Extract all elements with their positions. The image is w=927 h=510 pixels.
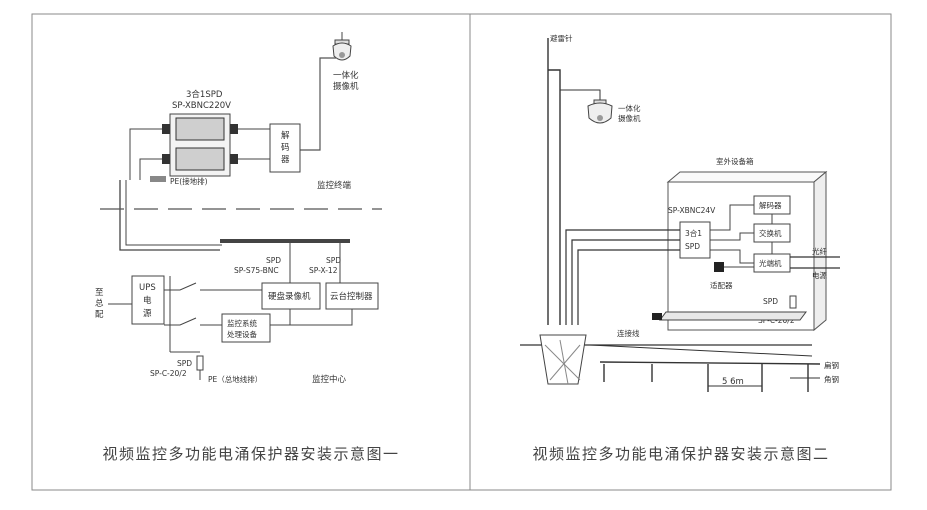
ups-box [131,275,165,325]
dome-camera-icon [587,99,613,124]
decoder-label-2: 码 [281,143,290,153]
monitor-terminal-label: 监控终端 [317,180,352,191]
spd-label-2: SPD [685,242,700,251]
dvr-label: 硬盘录像机 [268,291,311,302]
cabinet-label: 室外设备箱 [716,156,754,166]
to-dist-1: 至 [95,288,104,298]
ups-label-1: UPS [139,283,156,293]
proc-label-2: 处理设备 [227,329,257,339]
decoder-label-1: 解 [281,130,290,141]
processing-box [221,313,271,343]
connector-icon [652,313,662,320]
spd2-label: SPD [763,297,778,306]
diagram1-frame [31,13,471,491]
spd-model-label: SP-XBNC24V [668,206,716,215]
camera-label-2: 摄像机 [333,81,359,92]
camera-arm [560,89,601,100]
pole-foundation [539,334,587,385]
ptz-box [325,282,379,310]
switch [164,317,197,326]
angle-steel-label: 角钢 [824,374,839,384]
ups-label-3: 源 [143,309,152,319]
dome-camera-icon [332,32,352,61]
diagram1: 一体化 摄像机 3合1SPD SP-XBNC220V 解 码 器 [95,32,399,463]
ground-bar [659,311,807,321]
ptz-label: 云台控制器 [330,291,373,302]
dvr-box [261,282,321,310]
camera2-label-1: 一体化 [618,103,641,113]
decoder-box [269,123,301,173]
caption-1: 视频监控多功能电涌保护器安装示意图一 [102,445,399,463]
distance-label: 5 6m [722,377,744,387]
wire [710,232,754,241]
camera-label-1: 一体化 [333,70,359,81]
spd-symbol [789,295,797,309]
wire [710,204,754,231]
fiber-label: 光纤 [812,246,827,256]
ground-slope [589,344,813,357]
spd3-model: SP-C-20/2 [150,369,187,378]
bus-bar [220,239,350,243]
diagram2-frame [469,13,892,491]
adapter-icon [714,262,724,272]
cable [571,239,680,325]
cabinet-box [667,181,815,331]
spd1-model: SP-S75-BNC [234,266,279,275]
flat-steel [599,361,821,365]
pole [548,69,561,325]
switch-label: 交换机 [759,228,782,238]
spd2-label: SPD [326,256,341,265]
spd-label-1: 3合1 [685,228,702,238]
spd-3in1-device [162,113,238,177]
decoder-label: 解码器 [759,200,782,210]
wire [290,309,353,326]
camera2-label-2: 摄像机 [618,113,641,123]
spd-3in1-box [679,221,711,259]
flat-steel-label: 扁钢 [824,360,839,370]
pe-bar [150,176,166,182]
cable [565,229,680,325]
power-label: 电源 [812,270,827,280]
spd3-label: SPD [177,359,192,368]
pe-label: PE(接地排) [170,176,208,186]
optical-label: 光端机 [759,258,782,268]
spd-title: 3合1SPD [186,89,223,100]
adapter-label: 适配器 [710,280,733,290]
connect-label: 连接线 [617,328,640,338]
proc-label-1: 监控系统 [227,318,257,328]
spd2-model: SP-X-12 [309,266,338,275]
spd3-symbol [196,355,204,371]
caption-2: 视频监控多功能电涌保护器安装示意图二 [532,445,829,463]
to-dist-2: 总 [95,298,104,309]
diagram2: 避雷针 一体化 摄像机 室外设备箱 SP-XBNC24V 3合1 SPD 解码器… [520,33,840,463]
camera-cable [300,57,336,151]
decoder-label-3: 器 [281,155,290,165]
trunk-cable [119,180,220,251]
center-label: 监控中心 [312,374,347,385]
to-dist-3: 配 [95,310,104,320]
wire [139,158,162,180]
spd-model: SP-XBNC220V [172,101,231,111]
spd1-label: SPD [266,256,281,265]
rod-label: 避雷针 [550,33,573,43]
pe-main-label: PE（总地线排） [208,374,262,384]
switch [164,282,197,291]
cabinet-top [666,171,828,183]
ups-label-2: 电 [143,295,152,306]
trunk-cable [125,180,222,246]
wire [129,128,162,180]
cable [577,249,680,325]
wire [710,249,754,264]
